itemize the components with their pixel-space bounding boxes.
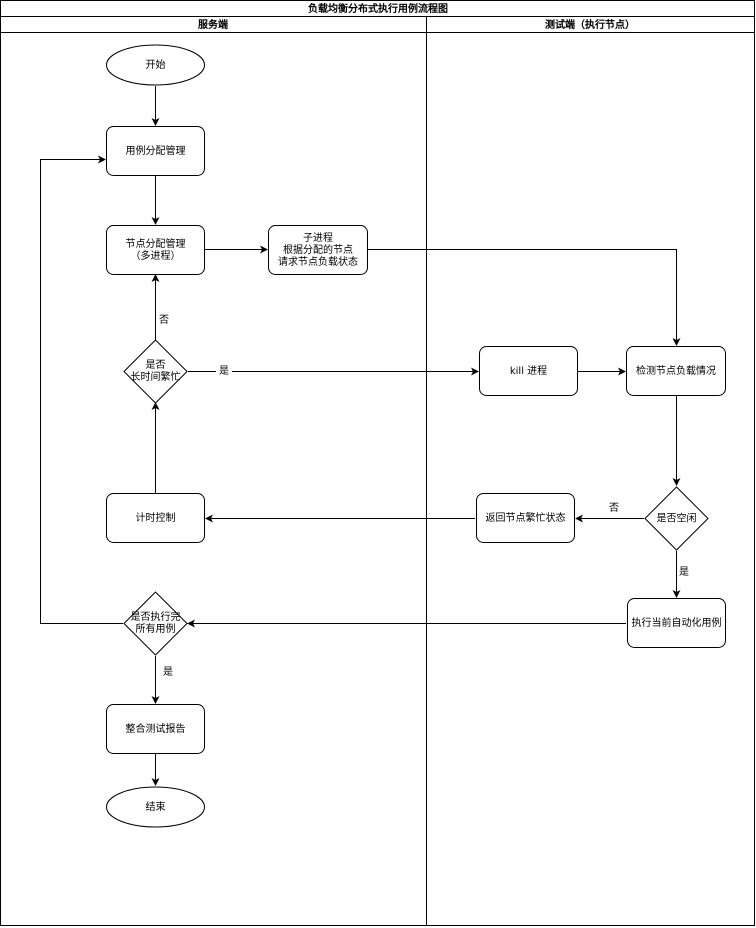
node-case-alloc[interactable]: 用例分配管理 — [106, 126, 205, 176]
lane-header-server: 服务端 — [198, 18, 228, 31]
node-idle-label: 是否空闲 — [657, 512, 697, 525]
node-return-busy-label: 返回节点繁忙状态 — [486, 511, 566, 524]
node-all-done-decision[interactable]: 是否执行完 所有用例 — [123, 591, 188, 656]
lane-header-client: 测试端（执行节点） — [545, 18, 635, 31]
node-all-done-label-2: 所有用例 — [136, 622, 176, 635]
node-subprocess-label-3: 请求节点负载状态 — [278, 255, 358, 268]
node-return-busy[interactable]: 返回节点繁忙状态 — [476, 493, 575, 543]
node-report[interactable]: 整合测试报告 — [106, 704, 205, 754]
node-node-alloc[interactable]: 节点分配管理 （多进程） — [106, 225, 205, 275]
node-busy-label-1: 是否 — [146, 359, 166, 371]
node-end-label: 结束 — [146, 800, 166, 813]
node-node-alloc-label-2: （多进程） — [131, 249, 181, 262]
node-node-alloc-label-1: 节点分配管理 — [126, 237, 186, 250]
edge-label-busy-yes: 是 — [219, 365, 229, 377]
node-subprocess-label-2: 根据分配的节点 — [283, 243, 353, 256]
node-report-label: 整合测试报告 — [126, 722, 186, 735]
edge-subproc-to-check-load — [368, 249, 681, 346]
edge-all-done-no-loop — [40, 155, 123, 624]
node-kill-label: kill 进程 — [510, 365, 547, 377]
edge-label-bg — [156, 312, 172, 328]
node-busy-decision[interactable]: 是否 长时间繁忙 — [123, 339, 188, 404]
node-run-case-label: 执行当前自动化用例 — [632, 616, 722, 629]
node-run-case[interactable]: 执行当前自动化用例 — [627, 598, 726, 648]
edge-label-bg — [216, 363, 232, 379]
node-start[interactable]: 开始 — [106, 44, 205, 86]
node-end[interactable]: 结束 — [106, 786, 205, 828]
diagram-title: 负载均衡分布式执行用例流程图 — [308, 2, 448, 15]
node-subprocess-label-1: 子进程 — [303, 232, 333, 244]
node-kill[interactable]: kill 进程 — [479, 346, 578, 396]
node-all-done-label-1: 是否执行完 — [131, 610, 181, 623]
edge-label-idle-yes: 是 — [679, 566, 689, 578]
node-subprocess[interactable]: 子进程 根据分配的节点 请求节点负载状态 — [268, 225, 368, 275]
node-case-alloc-label: 用例分配管理 — [126, 144, 186, 157]
node-timer-label: 计时控制 — [136, 511, 176, 524]
edge-label-done-yes: 是 — [163, 666, 173, 678]
node-busy-label-2: 长时间繁忙 — [131, 370, 181, 383]
node-check-load[interactable]: 检测节点负载情况 — [626, 346, 726, 396]
node-timer[interactable]: 计时控制 — [106, 493, 205, 543]
node-check-load-label: 检测节点负载情况 — [636, 364, 716, 377]
edge-label-busy-no: 否 — [159, 314, 169, 326]
node-start-label: 开始 — [146, 58, 166, 71]
node-idle-decision[interactable]: 是否空闲 — [644, 486, 709, 551]
edge-label-idle-no: 否 — [609, 502, 619, 514]
